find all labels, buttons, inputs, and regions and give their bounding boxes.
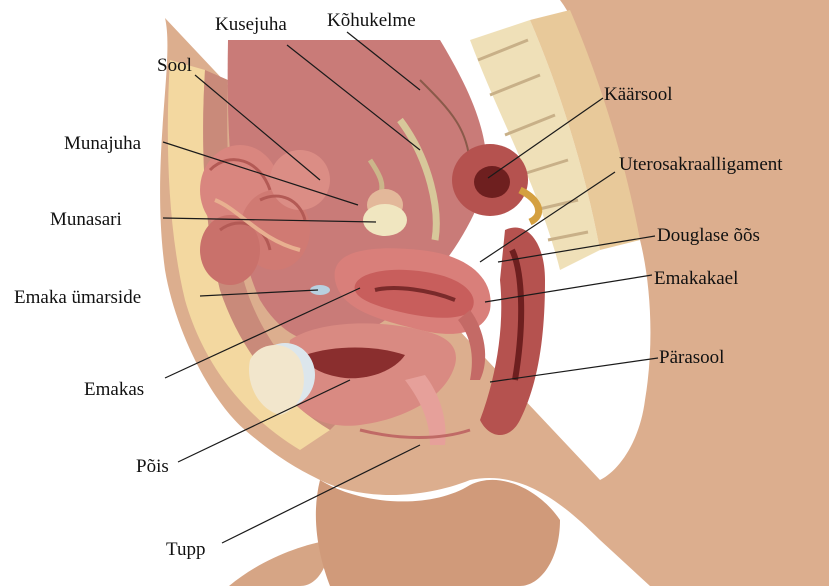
label-kusejuha: Kusejuha — [215, 14, 287, 35]
label-douglase-oos: Douglase õõs — [657, 225, 760, 246]
label-sool: Sool — [157, 55, 192, 76]
label-kaarsool: Käärsool — [604, 84, 673, 105]
rectum — [480, 227, 545, 435]
label-munasari: Munasari — [50, 209, 122, 230]
label-emaka-umarside: Emaka ümarside — [14, 287, 141, 308]
lower-body-shape — [316, 480, 560, 586]
thigh-shape — [229, 540, 330, 586]
label-emakakael: Emakakael — [654, 268, 738, 289]
label-pois: Põis — [136, 456, 169, 477]
label-parasool: Pärasool — [659, 347, 724, 368]
label-tupp: Tupp — [166, 539, 205, 560]
label-emakas: Emakas — [84, 379, 144, 400]
label-munajuha: Munajuha — [64, 133, 142, 154]
label-kohukelme: Kõhukelme — [327, 10, 416, 31]
label-uterosakraalligament: Uterosakraalligament — [619, 154, 783, 175]
